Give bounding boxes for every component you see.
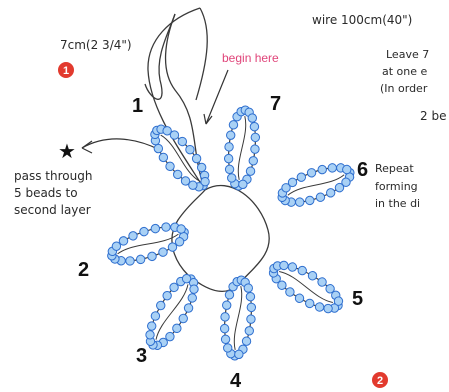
begin-arrow: [204, 70, 228, 124]
bead: [247, 303, 256, 312]
bead: [316, 276, 327, 287]
bead: [191, 153, 203, 165]
bead: [249, 156, 258, 165]
bead: [183, 302, 194, 313]
bead: [128, 231, 139, 242]
step-badge-2: 2: [372, 372, 388, 388]
bead: [225, 290, 234, 299]
bead: [294, 293, 305, 304]
bead: [248, 113, 257, 122]
petal-number-2: 2: [78, 259, 89, 281]
bead: [245, 326, 254, 335]
bead: [242, 337, 251, 346]
bead: [147, 251, 158, 262]
bead: [135, 254, 146, 265]
side-note-line-4: 2 be: [420, 109, 446, 123]
svg-text:2: 2: [377, 375, 383, 387]
bead: [296, 172, 307, 183]
bead: [224, 154, 233, 163]
star-icon: ★: [58, 141, 76, 163]
petal-number-3: 3: [136, 345, 147, 367]
bead: [220, 324, 229, 333]
side-note-line-5: Repeat: [375, 162, 414, 175]
pass-note-line-1: pass through: [14, 169, 92, 183]
bead: [246, 292, 255, 301]
bead: [315, 192, 326, 203]
pass-note-line-3: second layer: [14, 203, 91, 217]
bead: [157, 152, 169, 164]
bead: [226, 131, 235, 140]
bead: [250, 145, 259, 154]
tail-measure-label: 7cm(2 3/4"): [60, 38, 132, 52]
arrow-head-icon: [82, 141, 92, 153]
petal-3: [136, 267, 208, 357]
bead: [234, 350, 243, 359]
bead: [297, 265, 308, 276]
petal-1: [141, 116, 219, 200]
bead: [244, 283, 253, 292]
petal-number-7: 7: [270, 93, 281, 115]
side-note-line-1: Leave 7: [386, 48, 429, 61]
side-note-line-2: at one e: [382, 65, 428, 78]
bead: [317, 164, 328, 175]
bead: [187, 292, 198, 303]
bead: [250, 122, 259, 131]
side-note-line-3: (In order: [380, 82, 428, 95]
bead: [125, 256, 136, 267]
petal-6: [272, 155, 359, 215]
bead: [251, 133, 260, 142]
begin-here-label: begin here: [222, 51, 279, 65]
wire-length-label: wire 100cm(40"): [312, 13, 412, 27]
bead: [223, 343, 232, 352]
bead: [227, 173, 236, 182]
bead: [246, 315, 255, 324]
bead: [224, 142, 233, 151]
bead: [304, 195, 315, 206]
bead: [155, 300, 166, 311]
bead: [314, 301, 325, 312]
bead: [178, 313, 189, 324]
bead: [225, 165, 234, 174]
bead: [150, 223, 161, 234]
bead: [287, 261, 298, 272]
bead: [171, 323, 182, 334]
bead: [158, 247, 169, 258]
bead: [146, 320, 157, 331]
bead: [325, 187, 336, 198]
bead: [284, 286, 295, 297]
side-note-line-6: forming: [375, 180, 418, 193]
petal-5: [262, 252, 351, 323]
petal-number-6: 6: [357, 159, 368, 181]
bead: [150, 310, 161, 321]
bead: [161, 222, 172, 233]
petal-number-5: 5: [352, 288, 363, 310]
svg-text:1: 1: [63, 65, 69, 77]
bead: [304, 298, 315, 309]
side-note-line-7: in the di: [375, 197, 420, 210]
petal-number-4: 4: [230, 370, 242, 392]
petal-7: [221, 104, 263, 191]
bead: [221, 335, 230, 344]
step-badge-1: 1: [58, 62, 74, 78]
bead: [161, 290, 172, 301]
bead: [222, 301, 231, 310]
bead: [306, 167, 317, 178]
bead: [139, 226, 150, 237]
pass-through-arrow: [82, 139, 160, 150]
bead: [307, 270, 318, 281]
bead: [246, 167, 255, 176]
bead: [220, 312, 229, 321]
bead: [238, 180, 247, 189]
petal-number-1: 1: [132, 95, 143, 117]
pass-note-line-2: 5 beads to: [14, 186, 78, 200]
bead: [229, 120, 238, 129]
petal-4: [217, 274, 259, 361]
